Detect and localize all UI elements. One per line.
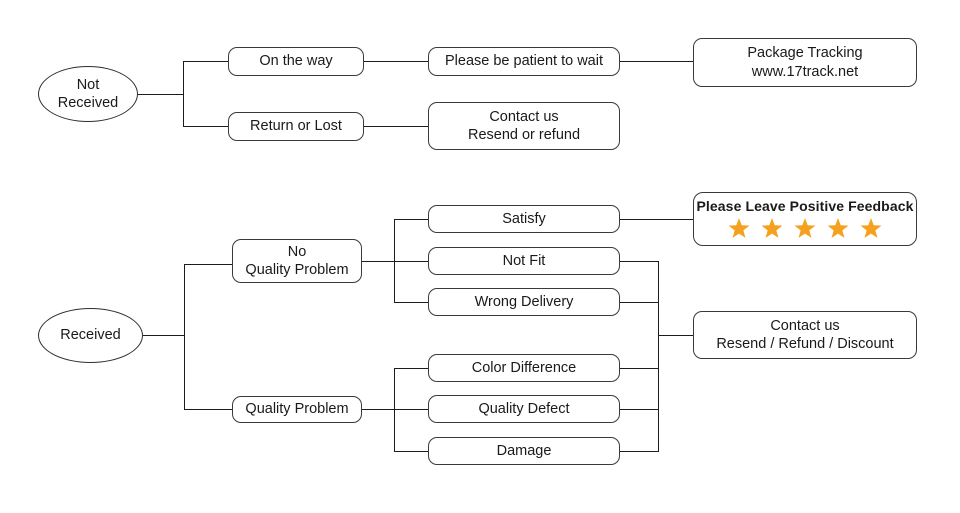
connector-to-no-quality-problem xyxy=(184,264,233,265)
connector-qp-fork-rail xyxy=(394,368,395,452)
connector-to-damage xyxy=(394,451,429,452)
node-not-fit-label: Not Fit xyxy=(502,252,546,269)
connector-to-not-fit xyxy=(394,261,429,262)
no-quality-problem-line-2: Quality Problem xyxy=(245,262,349,278)
no-quality-problem-line-1: No xyxy=(287,243,307,260)
node-quality-problem[interactable]: Quality Problem xyxy=(232,396,362,423)
connector-return-to-contact xyxy=(364,126,429,127)
connector-qp-stem xyxy=(362,409,395,410)
contact-discount-line-1: Contact us xyxy=(770,317,840,334)
node-wrong-delivery[interactable]: Wrong Delivery xyxy=(428,288,620,316)
node-not-fit[interactable]: Not Fit xyxy=(428,247,620,275)
contact-discount-line-2: Resend / Refund / Discount xyxy=(716,336,894,352)
connector-not-received-stem xyxy=(138,94,184,95)
node-wrong-delivery-label: Wrong Delivery xyxy=(474,293,574,310)
star-icon[interactable] xyxy=(826,217,850,241)
node-received[interactable]: Received xyxy=(38,308,143,363)
node-no-quality-problem[interactable]: No Quality Problem xyxy=(232,239,362,283)
node-satisfy[interactable]: Satisfy xyxy=(428,205,620,233)
node-positive-feedback[interactable]: Please Leave Positive Feedback xyxy=(693,192,917,246)
node-quality-defect[interactable]: Quality Defect xyxy=(428,395,620,423)
connector-received-stem xyxy=(143,335,185,336)
connector-to-wrong-delivery xyxy=(394,302,429,303)
node-color-difference-label: Color Difference xyxy=(471,359,577,376)
node-please-be-patient-label: Please be patient to wait xyxy=(445,53,603,70)
node-quality-defect-label: Quality Defect xyxy=(478,400,570,417)
connector-damage-to-merge xyxy=(620,451,659,452)
connector-wait-to-package-tracking xyxy=(620,61,694,62)
connector-satisfy-to-feedback xyxy=(620,219,694,220)
node-return-or-lost-label: Return or Lost xyxy=(250,118,342,135)
star-rating[interactable] xyxy=(727,217,883,241)
connector-to-color-difference xyxy=(394,368,429,369)
connector-wrong-delivery-to-merge xyxy=(620,302,659,303)
connector-not-fit-to-merge xyxy=(620,261,659,262)
node-please-be-patient[interactable]: Please be patient to wait xyxy=(428,47,620,76)
connector-nqp-stem xyxy=(362,261,395,262)
node-not-received-label: Not Received xyxy=(57,76,119,111)
node-color-difference[interactable]: Color Difference xyxy=(428,354,620,382)
node-contact-resend-refund-discount[interactable]: Contact us Resend / Refund / Discount xyxy=(693,311,917,359)
star-icon[interactable] xyxy=(793,217,817,241)
contact-resend-line-1: Contact us xyxy=(489,108,559,125)
node-return-or-lost[interactable]: Return or Lost xyxy=(228,112,364,141)
node-damage-label: Damage xyxy=(496,442,552,459)
star-icon[interactable] xyxy=(760,217,784,241)
node-quality-problem-label: Quality Problem xyxy=(245,401,349,418)
node-damage[interactable]: Damage xyxy=(428,437,620,465)
connector-quality-defect-to-merge xyxy=(620,409,659,410)
connector-to-quality-problem xyxy=(184,409,233,410)
package-tracking-line-2: www.17track.net xyxy=(751,63,859,80)
contact-resend-line-2: Resend or refund xyxy=(467,127,581,143)
node-satisfy-label: Satisfy xyxy=(502,210,546,227)
connector-on-the-way-to-wait xyxy=(364,61,429,62)
connector-not-received-fork-rail xyxy=(183,61,184,127)
star-icon[interactable] xyxy=(859,217,883,241)
node-received-label: Received xyxy=(60,327,121,344)
connector-received-fork-rail xyxy=(184,264,185,410)
connector-to-on-the-way xyxy=(183,61,229,62)
star-icon[interactable] xyxy=(727,217,751,241)
positive-feedback-label: Please Leave Positive Feedback xyxy=(696,198,914,214)
node-on-the-way[interactable]: On the way xyxy=(228,47,364,76)
node-not-received[interactable]: Not Received xyxy=(38,66,138,122)
connector-color-difference-to-merge xyxy=(620,368,659,369)
node-package-tracking-text: Package Tracking www.17track.net xyxy=(693,38,917,87)
connector-to-return-or-lost xyxy=(183,126,229,127)
connector-merge-rail xyxy=(658,261,659,452)
node-package-tracking[interactable] xyxy=(693,38,917,87)
package-tracking-line-1: Package Tracking xyxy=(747,45,863,62)
node-on-the-way-label: On the way xyxy=(259,53,333,70)
connector-to-quality-defect xyxy=(394,409,429,410)
connector-to-satisfy xyxy=(394,219,429,220)
connector-merge-to-contact xyxy=(658,335,694,336)
node-contact-resend-refund[interactable]: Contact us Resend or refund xyxy=(428,102,620,150)
